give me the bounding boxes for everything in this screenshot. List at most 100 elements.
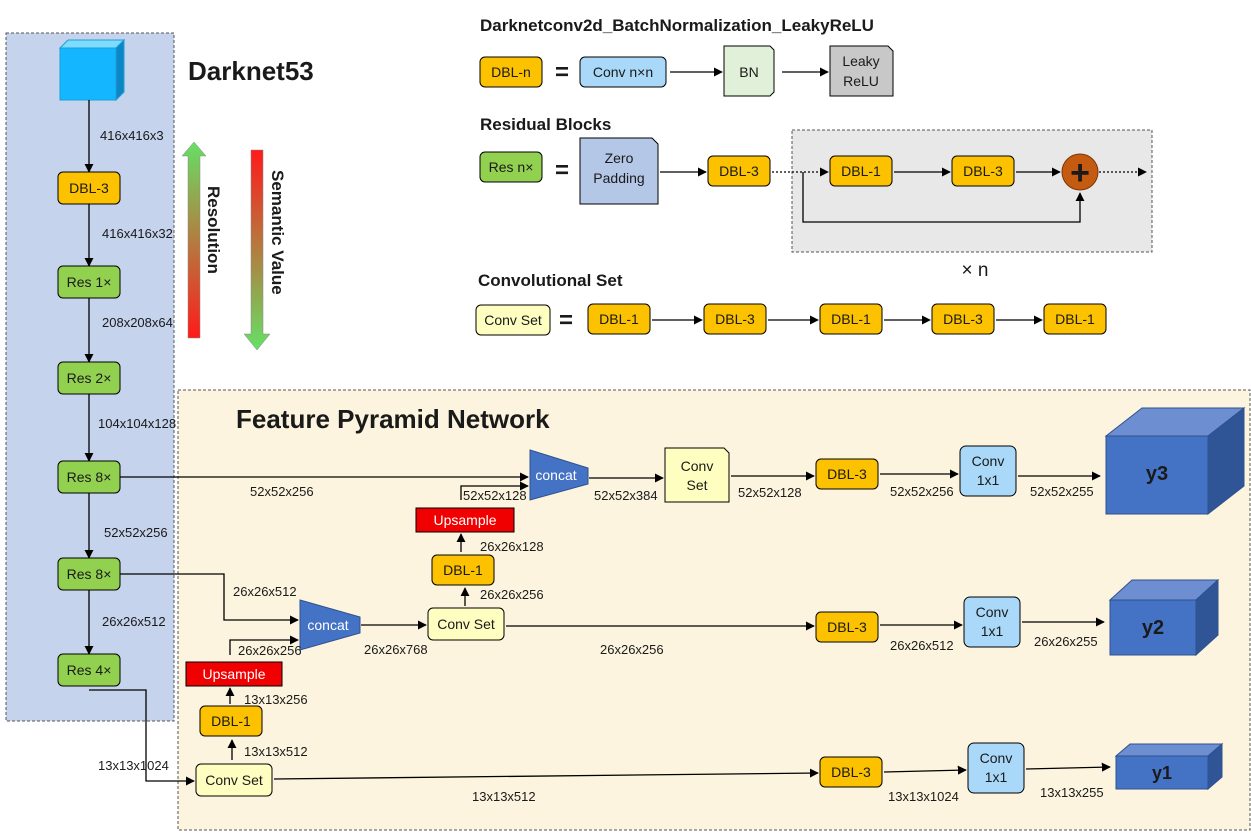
dbl1-13-label: DBL-1 — [211, 713, 251, 729]
legend-convset-equals: = — [559, 307, 573, 334]
conv1x1-52-label-2: 1x1 — [977, 472, 1000, 488]
dbl1-26 — [431, 554, 495, 586]
concat-26 — [299, 599, 361, 651]
legend-res-dbl3-b — [951, 155, 1015, 187]
dim-y3-in: 52x52x255 — [1030, 484, 1094, 499]
dim-res2-out: 104x104x128 — [98, 416, 176, 431]
input-cube — [58, 38, 126, 102]
output-y1-label: y1 — [1152, 763, 1172, 783]
conv-set-13-label: Conv Set — [205, 772, 263, 788]
legend-res-dbl3-label: DBL-3 — [719, 163, 759, 179]
legend-res-n — [479, 151, 543, 183]
dim-up-a-in: 52x52x128 — [463, 488, 527, 503]
upsample-13-label: Upsample — [202, 666, 265, 682]
dbl3-13-label: DBL-3 — [831, 764, 871, 780]
conv1x1-26-label-1: Conv — [976, 604, 1009, 620]
legend-conv-nxn-label: Conv n×n — [593, 64, 653, 80]
upsample-26-label: Upsample — [433, 512, 496, 528]
legend-conv-set — [475, 304, 551, 336]
legend-zero-padding-label-1: Zero — [605, 150, 634, 166]
dbl1-13 — [199, 705, 263, 737]
conv1x1-52 — [959, 445, 1017, 497]
legend-conv-nxn — [579, 56, 667, 88]
conv-set-52-label-2: Set — [686, 477, 707, 493]
convset-legend-title: Convolutional Set — [478, 271, 623, 290]
legend-chain-2-label: DBL-3 — [715, 311, 755, 327]
dim-y1-in: 13x13x255 — [1040, 785, 1104, 800]
dim-res1-out: 208x208x64 — [102, 315, 173, 330]
add-circle — [1061, 153, 1099, 191]
repeat-n-label: × n — [962, 260, 989, 281]
darknet-res8-a-label: Res 8× — [67, 469, 112, 485]
output-y2-label: y2 — [1142, 617, 1164, 639]
conv1x1-13-label-1: Conv — [980, 750, 1013, 766]
legend-chain-3 — [819, 303, 883, 335]
legend-res-dbl3 — [707, 155, 771, 187]
dim-convset-b-out: 26x26x256 — [600, 642, 664, 657]
legend-res-equals: = — [555, 157, 569, 184]
add-symbol: + — [1070, 154, 1090, 192]
darknet-dbl3-label: DBL-3 — [69, 180, 109, 196]
legend-res-n-label: Res n× — [489, 159, 534, 175]
dim-res4-out: 13x13x1024 — [98, 758, 169, 773]
legend-leaky-relu — [829, 45, 894, 97]
dim-convset-c-out-up: 13x13x512 — [244, 744, 308, 759]
legend-zero-padding — [579, 137, 659, 205]
semantic-value-label: Semantic Value — [268, 170, 287, 295]
conv-set-26 — [427, 607, 505, 641]
dim-res8b-out: 26x26x512 — [233, 584, 297, 599]
dim-dbl-b-out: 26x26x512 — [890, 638, 954, 653]
dim-dbl-a-out: 52x52x256 — [890, 484, 954, 499]
output-cube-y2 — [1108, 578, 1220, 657]
dim-dbl-c-out: 13x13x1024 — [888, 789, 959, 804]
dim-dbl3-out: 416x416x32 — [102, 226, 173, 241]
legend-leaky-label-2: ReLU — [843, 73, 879, 89]
conv-set-26-label: Conv Set — [437, 616, 495, 632]
concat-52 — [529, 449, 589, 501]
resolution-label: Resolution — [204, 186, 223, 274]
dim-dbl1-a-in: 26x26x256 — [480, 587, 544, 602]
dbl3-26 — [815, 611, 879, 643]
darknet-res2-label: Res 2× — [67, 370, 112, 386]
dbl3-52 — [815, 458, 879, 490]
dim-res8a-out: 52x52x256 — [250, 484, 314, 499]
darknet-res1-label: Res 1× — [67, 274, 112, 290]
semantic-value-arrow — [243, 149, 271, 351]
darknet-res4-label: Res 4× — [67, 662, 112, 678]
dim-res8a-down: 52x52x256 — [104, 525, 168, 540]
dim-up-b-out: 26x26x256 — [238, 643, 302, 658]
residual-repeat-panel — [791, 129, 1153, 253]
legend-chain-5-label: DBL-1 — [1055, 311, 1095, 327]
concat-26-label: concat — [307, 617, 348, 633]
conv-set-13 — [195, 763, 273, 797]
legend-chain-1 — [587, 303, 651, 335]
dim-concat-a-out: 52x52x384 — [594, 488, 658, 503]
legend-dbl-equals: = — [555, 59, 569, 86]
legend-chain-1-label: DBL-1 — [599, 311, 639, 327]
legend-zero-padding-label-2: Padding — [593, 170, 644, 186]
legend-chain-2 — [703, 303, 767, 335]
output-cube-y1 — [1114, 742, 1224, 791]
dim-concat-b-out: 26x26x768 — [364, 642, 428, 657]
residual-legend-title: Residual Blocks — [480, 115, 611, 134]
conv1x1-52-label-1: Conv — [972, 453, 1005, 469]
legend-res-dbl3-b-label: DBL-3 — [963, 163, 1003, 179]
legend-leaky-label-1: Leaky — [842, 53, 879, 69]
conv-set-52 — [664, 447, 730, 503]
legend-bn-label: BN — [739, 64, 758, 80]
darknet-title: Darknet53 — [188, 56, 314, 86]
resolution-arrow — [181, 141, 207, 339]
conv1x1-13 — [967, 742, 1025, 794]
output-y3-label: y3 — [1146, 463, 1168, 485]
darknet-res8-b-label: Res 8× — [67, 566, 112, 582]
legend-chain-4 — [931, 303, 995, 335]
dbl3-26-label: DBL-3 — [827, 619, 867, 635]
legend-res-dbl1 — [829, 155, 893, 187]
legend-bn — [723, 45, 775, 97]
conv1x1-13-label-2: 1x1 — [985, 769, 1008, 785]
dim-convset-a-out: 52x52x128 — [738, 485, 802, 500]
concat-52-label: concat — [535, 467, 576, 483]
legend-conv-set-label: Conv Set — [484, 312, 542, 328]
dim-convset-c-out: 13x13x512 — [472, 789, 536, 804]
